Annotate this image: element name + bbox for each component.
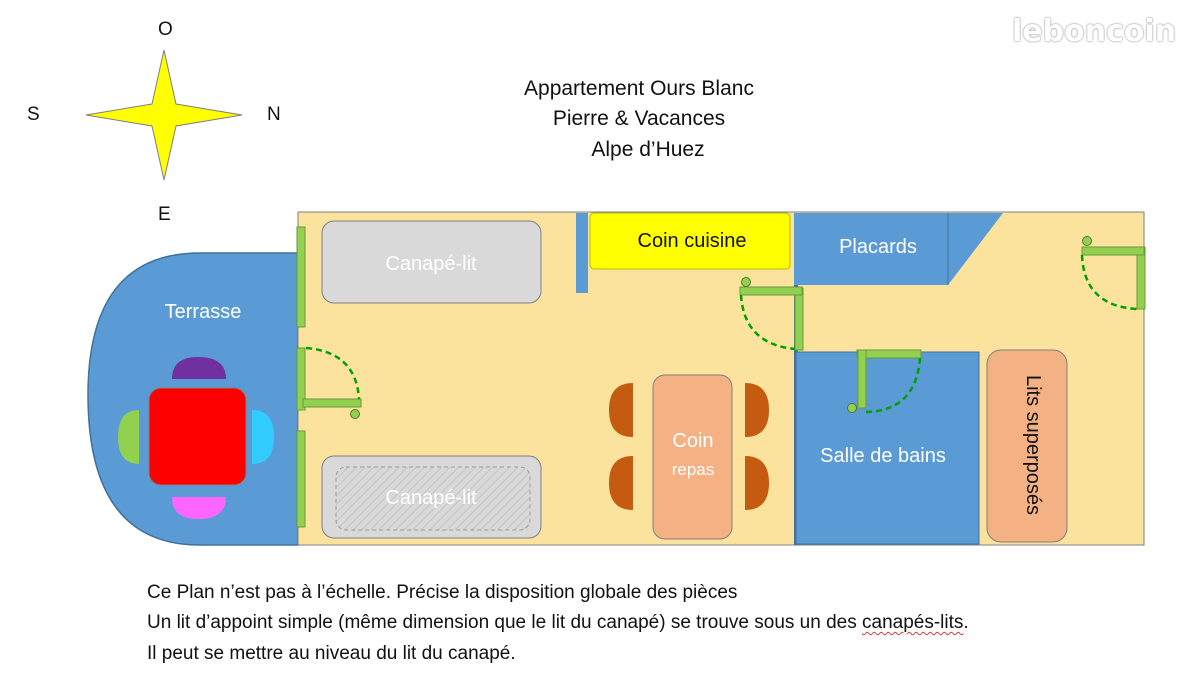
terrasse-door-bottom (296, 430, 306, 528)
corridor-door-frame (794, 287, 804, 351)
label-salle-de-bains: Salle de bains (820, 445, 946, 467)
bathroom-door-top (856, 349, 922, 359)
label-placards: Placards (839, 236, 917, 258)
caption-spellcheck-word: canapés-lits (862, 612, 964, 633)
terrasse-door-leaf (302, 398, 362, 408)
label-coin-repas-line1: Coin (672, 430, 713, 452)
compass-star-icon (85, 49, 243, 181)
caption-line-1: Ce Plan n’est pas à l’échelle. Précise l… (147, 582, 738, 603)
apartment-floor (297, 211, 1145, 546)
partition-wall (794, 285, 798, 545)
placards-closet (794, 213, 1003, 285)
corridor-door-swing (739, 294, 796, 351)
dining-chair-left-top (609, 383, 633, 437)
caption-line-2-text: Un lit d’appoint simple (même dimension … (147, 612, 862, 633)
title-line-2: Pierre & Vacances (552, 107, 726, 130)
title-line-1: Appartement Ours Blanc (524, 77, 754, 100)
terrasse-chair-left (118, 410, 139, 464)
dining-chair-right-top (745, 383, 769, 437)
terrasse-table (148, 387, 247, 486)
bathroom-door-swing (865, 357, 922, 414)
canape-lit-bottom-mattress (335, 466, 531, 531)
canape-lit-top-sofa (321, 220, 542, 304)
terrasse-door-hinge (350, 409, 360, 419)
dining-chair-right-bottom (745, 456, 769, 510)
caption-line-2: Un lit d’appoint simple (même dimension … (147, 612, 969, 634)
bedroom-door-hinge (1082, 236, 1092, 246)
compass-label-right: N (267, 104, 281, 125)
terrasse-door-swing (305, 346, 361, 400)
bathroom-door-hinge (847, 403, 857, 413)
coin-repas-table (652, 374, 733, 540)
salle-de-bains-room (795, 351, 980, 545)
bathroom-door-leaf (857, 349, 867, 409)
terrasse-area (87, 252, 299, 546)
compass-label-left: S (27, 104, 40, 125)
terrasse-door-top (296, 226, 306, 328)
label-canape-lit-top: Canapé-lit (385, 253, 477, 275)
coin-cuisine-counter (589, 212, 791, 270)
label-coin-repas-line2: repas (672, 460, 715, 479)
terrasse-chair-right (252, 410, 274, 464)
canape-lit-bottom-sofa (321, 455, 542, 539)
dining-chair-left-bottom (609, 456, 633, 510)
caption-line-3: Il peut se mettre au niveau du lit du ca… (147, 643, 516, 664)
kitchen-wall (576, 213, 588, 293)
corridor-door-leaf (739, 286, 803, 296)
label-terrasse: Terrasse (165, 301, 242, 323)
title-line-3: Alpe d’Huez (591, 138, 705, 161)
compass-label-bottom: E (158, 204, 171, 225)
bedroom-door-swing (1080, 254, 1138, 311)
label-lits-superposes: Lits superposés (1022, 375, 1044, 515)
label-coin-cuisine: Coin cuisine (638, 230, 747, 252)
lits-superposes-bed (986, 349, 1068, 543)
corridor-door-hinge (741, 277, 751, 287)
terrasse-chair-bottom (172, 497, 226, 519)
caption-line-2-end: . (963, 612, 969, 633)
leboncoin-watermark: leboncoin (1012, 14, 1177, 49)
compass-label-top: O (158, 19, 173, 40)
terrasse-door-middle (296, 347, 306, 411)
terrasse-chair-top (172, 357, 226, 379)
bedroom-door-frame (1136, 246, 1146, 310)
bedroom-door-leaf (1081, 246, 1145, 256)
label-canape-lit-bottom: Canapé-lit (385, 487, 477, 509)
